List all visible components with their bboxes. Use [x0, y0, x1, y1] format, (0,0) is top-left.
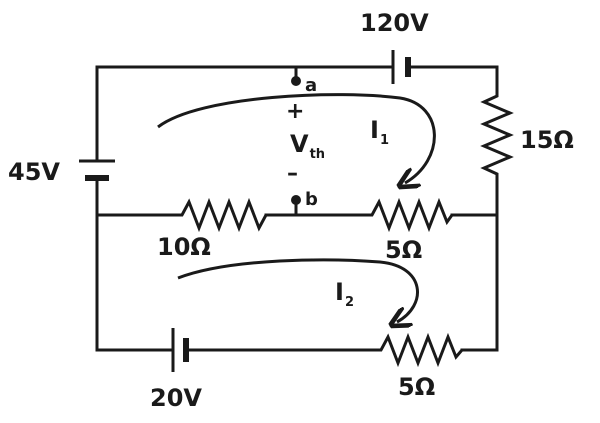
loop-arrow-i1	[157, 93, 436, 183]
label-resistor-right: 15Ω	[520, 126, 574, 154]
battery-20v	[171, 328, 189, 372]
label-minus: –	[287, 161, 298, 186]
label-vth: Vth	[290, 130, 325, 162]
resistor-5ohm-mid	[365, 197, 454, 233]
wire-left-lower	[95, 178, 174, 352]
label-source-left: 45V	[8, 158, 60, 186]
battery-120v	[391, 50, 411, 84]
resistor-10ohm	[175, 197, 268, 233]
label-plus: +	[286, 99, 304, 124]
battery-45v	[79, 159, 115, 181]
label-current-i1: I1	[370, 116, 389, 148]
label-current-i2: I2	[335, 278, 354, 310]
label-terminal-a: a	[305, 75, 317, 96]
resistor-5ohm-bottom	[375, 332, 464, 368]
label-resistor-bottom: 5Ω	[398, 373, 435, 401]
terminal-b-dot	[291, 195, 301, 205]
wire-right	[460, 180, 499, 352]
resistor-15ohm	[480, 92, 514, 182]
label-resistor-mid-right: 5Ω	[385, 236, 422, 264]
wires	[95, 65, 499, 352]
loop-arrow-i2	[177, 258, 419, 322]
label-source-bottom: 20V	[150, 384, 202, 412]
label-source-top: 120V	[360, 9, 429, 37]
wire-top-right	[408, 65, 499, 94]
terminal-a-dot	[291, 76, 301, 86]
label-resistor-mid-left: 10Ω	[157, 233, 211, 261]
label-terminal-b: b	[305, 189, 318, 210]
